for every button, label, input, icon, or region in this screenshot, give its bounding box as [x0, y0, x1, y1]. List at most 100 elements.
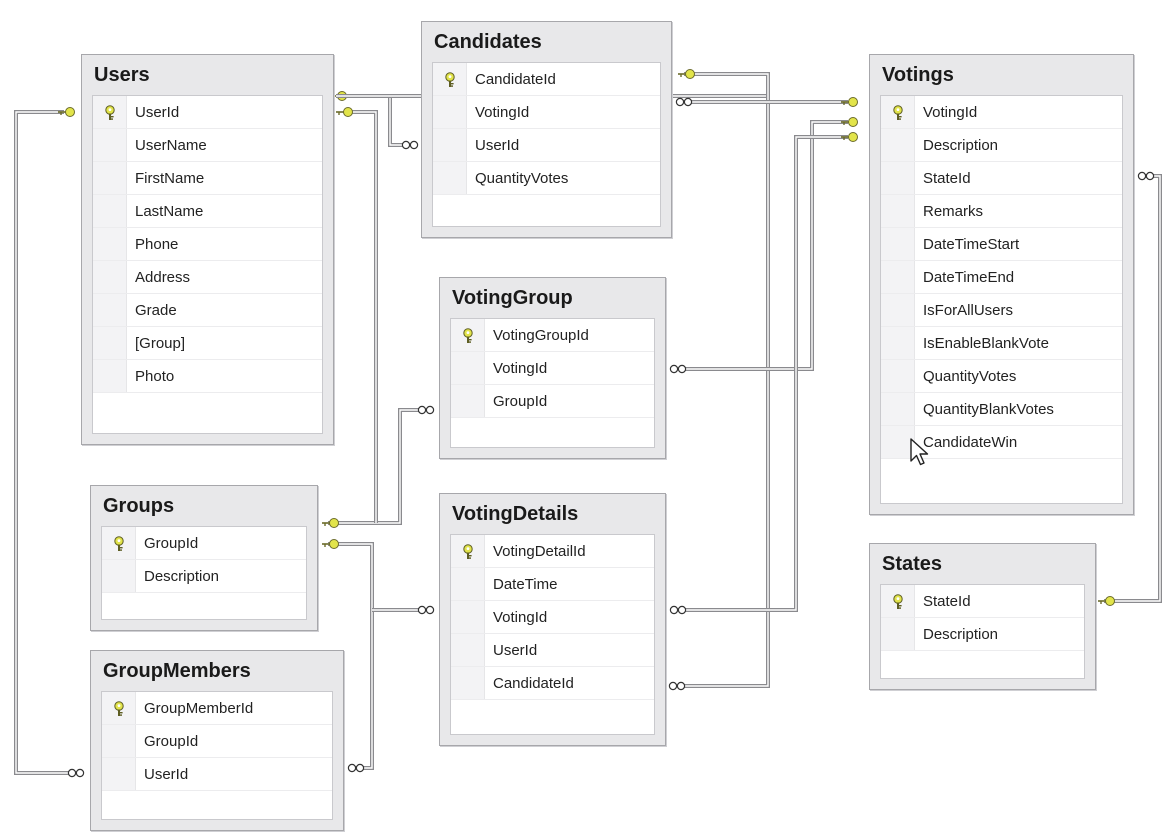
many-end-infinity-icon — [347, 763, 365, 773]
column-row[interactable]: CandidateId — [451, 667, 654, 700]
relationship-line-users-votinggroup[interactable] — [352, 110, 378, 523]
table-users[interactable]: Users UserId UserName FirstName LastName… — [81, 54, 334, 445]
row-gutter — [93, 195, 127, 227]
row-gutter — [881, 162, 915, 194]
column-row[interactable]: Photo — [93, 360, 322, 393]
many-end-infinity-icon — [417, 605, 435, 615]
column-row[interactable]: LastName — [93, 195, 322, 228]
column-name: GroupId — [144, 535, 199, 552]
column-row[interactable]: DateTime — [451, 568, 654, 601]
column-row[interactable]: StateId — [881, 162, 1122, 195]
column-name: DateTimeEnd — [923, 269, 1015, 286]
column-row[interactable]: QuantityVotes — [881, 360, 1122, 393]
table-groupmembers[interactable]: GroupMembers GroupMemberId GroupId UserI… — [90, 650, 344, 831]
table-title: Candidates — [434, 31, 542, 53]
column-row[interactable]: IsForAllUsers — [881, 294, 1122, 327]
column-row[interactable]: VotingId — [451, 601, 654, 634]
column-name: UserName — [135, 137, 207, 154]
row-gutter — [881, 96, 915, 128]
column-name: DateTimeStart — [923, 236, 1020, 253]
row-gutter — [93, 294, 127, 326]
relationship-line-candidates-votingdetails[interactable] — [680, 72, 770, 688]
row-gutter — [93, 228, 127, 260]
column-name: Description — [144, 568, 220, 585]
column-row[interactable]: UserId — [433, 129, 660, 162]
column-row[interactable]: QuantityBlankVotes — [881, 393, 1122, 426]
table-title: GroupMembers — [103, 660, 251, 682]
row-gutter — [881, 261, 915, 293]
relationship-line-inner — [352, 111, 377, 523]
many-end-infinity-icon — [669, 605, 687, 615]
column-row[interactable]: UserId — [451, 634, 654, 667]
relationship-line-votings-votingdetails[interactable] — [680, 135, 848, 612]
column-row[interactable]: CandidateId — [433, 63, 660, 96]
column-name: IsForAllUsers — [923, 302, 1014, 319]
column-row[interactable]: GroupMemberId — [102, 692, 332, 725]
relationship-line-inner — [336, 95, 408, 146]
column-list: GroupMemberId GroupId UserId — [101, 691, 333, 820]
column-name: QuantityVotes — [475, 170, 569, 187]
table-states[interactable]: States StateId Description — [869, 543, 1096, 690]
table-candidates[interactable]: Candidates CandidateId VotingId UserId Q… — [421, 21, 672, 238]
column-name: VotingId — [475, 104, 530, 121]
one-end-key-icon — [335, 106, 354, 118]
column-row[interactable]: FirstName — [93, 162, 322, 195]
relationship-line-votings-votinggroup[interactable] — [680, 120, 848, 371]
column-row[interactable]: Description — [881, 618, 1084, 651]
column-row[interactable]: VotingId — [433, 96, 660, 129]
relationship-line-inner — [15, 111, 74, 774]
column-list: StateId Description — [880, 584, 1085, 679]
column-row[interactable]: Description — [881, 129, 1122, 162]
column-name: VotingGroupId — [493, 327, 589, 344]
one-end-key-icon — [840, 131, 859, 143]
column-name: Phone — [135, 236, 179, 253]
column-row[interactable]: IsEnableBlankVote — [881, 327, 1122, 360]
column-row[interactable]: StateId — [881, 585, 1084, 618]
column-name: [Group] — [135, 335, 186, 352]
row-gutter — [451, 601, 485, 633]
row-gutter — [451, 352, 485, 384]
column-row[interactable]: Grade — [93, 294, 322, 327]
relationship-line-users-groupmembers[interactable] — [14, 110, 74, 775]
column-row[interactable]: UserId — [102, 758, 332, 791]
column-row[interactable]: Remarks — [881, 195, 1122, 228]
column-row[interactable]: VotingGroupId — [451, 319, 654, 352]
key-icon — [463, 544, 473, 559]
column-row[interactable]: VotingId — [451, 352, 654, 385]
relationship-line-inner — [680, 136, 848, 611]
relationship-line-users-candidates[interactable] — [336, 94, 408, 147]
key-icon — [114, 536, 124, 551]
column-row[interactable]: VotingDetailId — [451, 535, 654, 568]
column-row[interactable]: DateTimeEnd — [881, 261, 1122, 294]
table-votings[interactable]: Votings VotingId Description StateId Rem… — [869, 54, 1134, 515]
column-row[interactable]: [Group] — [93, 327, 322, 360]
column-row[interactable]: GroupId — [451, 385, 654, 418]
row-gutter — [451, 568, 485, 600]
column-list: CandidateId VotingId UserId QuantityVote… — [432, 62, 661, 227]
column-row[interactable]: QuantityVotes — [433, 162, 660, 195]
row-gutter — [102, 758, 136, 790]
column-row[interactable]: VotingId — [881, 96, 1122, 129]
column-name: UserId — [475, 137, 520, 154]
one-end-key-icon — [321, 538, 340, 550]
column-name: IsEnableBlankVote — [923, 335, 1049, 352]
column-row[interactable]: UserId — [93, 96, 322, 129]
column-row[interactable]: UserName — [93, 129, 322, 162]
column-row[interactable]: GroupId — [102, 527, 306, 560]
column-row[interactable]: Address — [93, 261, 322, 294]
table-votinggroup[interactable]: VotingGroup VotingGroupId VotingId Group… — [439, 277, 666, 459]
column-list: VotingId Description StateId Remarks Dat… — [880, 95, 1123, 504]
table-votingdetails[interactable]: VotingDetails VotingDetailId DateTime Vo… — [439, 493, 666, 746]
table-groups[interactable]: Groups GroupId Description — [90, 485, 318, 631]
column-row[interactable]: DateTimeStart — [881, 228, 1122, 261]
column-name: QuantityVotes — [923, 368, 1017, 385]
column-list: VotingDetailId DateTime VotingId UserId … — [450, 534, 655, 735]
column-row[interactable]: GroupId — [102, 725, 332, 758]
column-name: Address — [135, 269, 191, 286]
column-row[interactable]: Description — [102, 560, 306, 593]
one-end-key-icon — [1097, 595, 1116, 607]
column-list: VotingGroupId VotingId GroupId — [450, 318, 655, 448]
column-row[interactable]: Phone — [93, 228, 322, 261]
row-gutter — [93, 129, 127, 161]
